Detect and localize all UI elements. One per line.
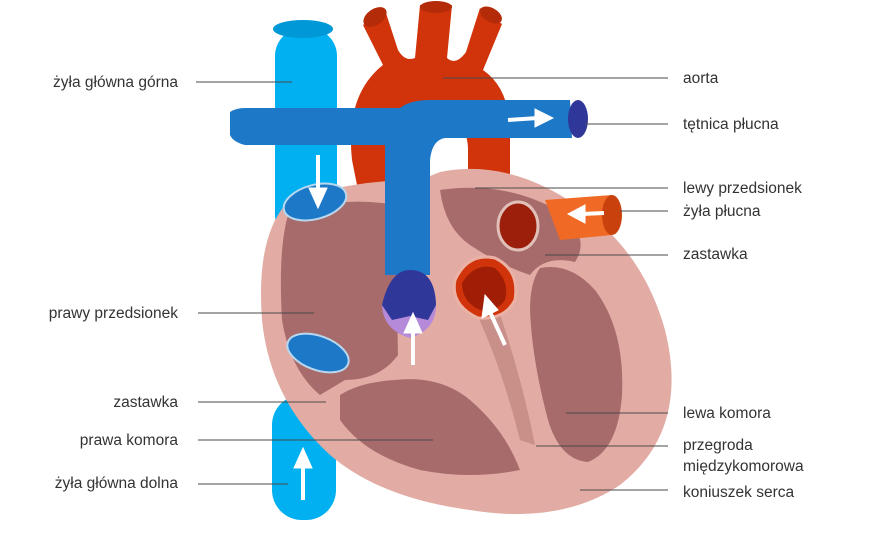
label-pulmonary-artery: tętnica płucna [683,116,779,133]
pulmonary-valve-arrow-icon [403,311,423,365]
label-septum-line2: międzykomorowa [683,458,804,475]
labels: żyła główna górna aorta tętnica płucna l… [49,70,804,501]
pulmonary-artery-arrow-icon [507,108,555,128]
label-right-atrium: prawy przedsionek [49,305,178,322]
pulmonary-vein [545,195,622,240]
pulmonary-vein-opening [496,200,540,252]
ivc-arrow-icon [293,446,313,500]
svc-arrow-icon [308,155,328,210]
pulmonary-vein-arrow-icon [566,204,605,224]
label-aorta: aorta [683,70,719,87]
ivc-opening [286,332,350,374]
label-right-ventricle: prawa komora [80,432,179,449]
label-left-ventricle: lewa komora [683,405,771,422]
label-valve-left: zastawka [683,246,748,263]
interventricular-septum [470,300,535,445]
flow-arrows [293,108,605,500]
label-superior-vena-cava: żyła główna górna [53,74,178,91]
right-ventricle-chamber [340,379,520,475]
pulmonary-valve [382,270,436,330]
aortic-valve-arrow-icon [481,293,507,346]
label-valve-right: zastawka [113,394,178,411]
label-inferior-vena-cava: żyła główna dolna [55,475,179,492]
pulmonary-artery [230,100,588,275]
label-septum-line1: przegroda [683,437,753,454]
label-apex: koniuszek serca [683,484,795,501]
leader-lines [196,77,668,491]
label-pulmonary-vein: żyła płucna [683,203,761,220]
valves [282,182,540,374]
label-left-atrium: lewy przedsionek [683,180,802,197]
